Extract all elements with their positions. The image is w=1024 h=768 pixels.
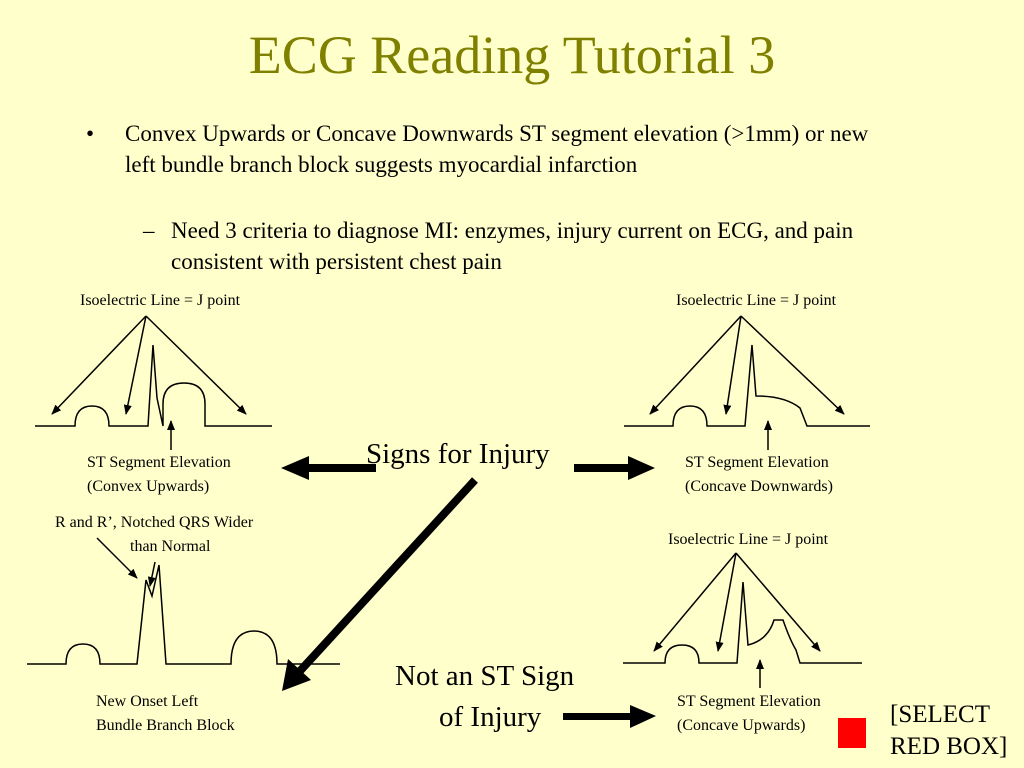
red-box-button[interactable] <box>838 718 866 748</box>
main-bullet: • Convex Upwards or Concave Downwards ST… <box>86 118 870 180</box>
concave-upwards-label: (Concave Upwards) <box>677 717 806 734</box>
not-st-sign-label: Not an ST Sign <box>395 660 575 692</box>
lbbb-label: Bundle Branch Block <box>96 717 235 734</box>
arrow-to-concave-down <box>574 456 655 480</box>
diagram-convex-upwards <box>35 315 272 450</box>
isoelectric-label-top-right: Isoelectric Line = J point <box>676 292 837 309</box>
diagram-concave-upwards <box>623 552 862 688</box>
select-label-line2: RED BOX] <box>890 733 1008 760</box>
arrow-to-concave-up <box>563 705 656 728</box>
concave-downwards-label: (Concave Downwards) <box>685 478 833 495</box>
st-elevation-label-concave-down: ST Segment Elevation <box>685 454 829 471</box>
page-title: ECG Reading Tutorial 3 <box>248 25 776 85</box>
sub-bullet-text: Need 3 criteria to diagnose MI: enzymes,… <box>171 218 854 274</box>
select-red-box-label: [SELECT RED BOX] <box>890 699 1007 763</box>
arrow-to-convex <box>281 456 376 480</box>
signs-for-injury-label: Signs for Injury <box>366 438 550 470</box>
sub-bullet-marker: – <box>143 218 155 243</box>
st-elevation-label-convex: ST Segment Elevation <box>87 454 231 471</box>
isoelectric-label-top-left: Isoelectric Line = J point <box>80 292 241 309</box>
sub-bullet: – Need 3 criteria to diagnose MI: enzyme… <box>143 215 923 277</box>
diagram-concave-downwards <box>624 315 870 450</box>
of-injury-label: of Injury <box>439 701 542 733</box>
main-bullet-text: Convex Upwards or Concave Downwards ST s… <box>125 121 869 177</box>
arrow-to-lbbb <box>282 477 478 691</box>
isoelectric-label-bottom-right: Isoelectric Line = J point <box>668 531 829 548</box>
select-label-line1: [SELECT <box>890 701 990 728</box>
convex-upwards-label: (Convex Upwards) <box>87 478 210 495</box>
notched-qrs-label: R and R’, Notched QRS Wider <box>55 514 254 531</box>
diagram-lbbb <box>27 537 340 665</box>
new-onset-label: New Onset Left <box>96 693 199 710</box>
st-elevation-label-concave-up: ST Segment Elevation <box>677 693 821 710</box>
bullet-marker: • <box>86 121 95 146</box>
wider-than-normal-label: than Normal <box>130 538 211 555</box>
